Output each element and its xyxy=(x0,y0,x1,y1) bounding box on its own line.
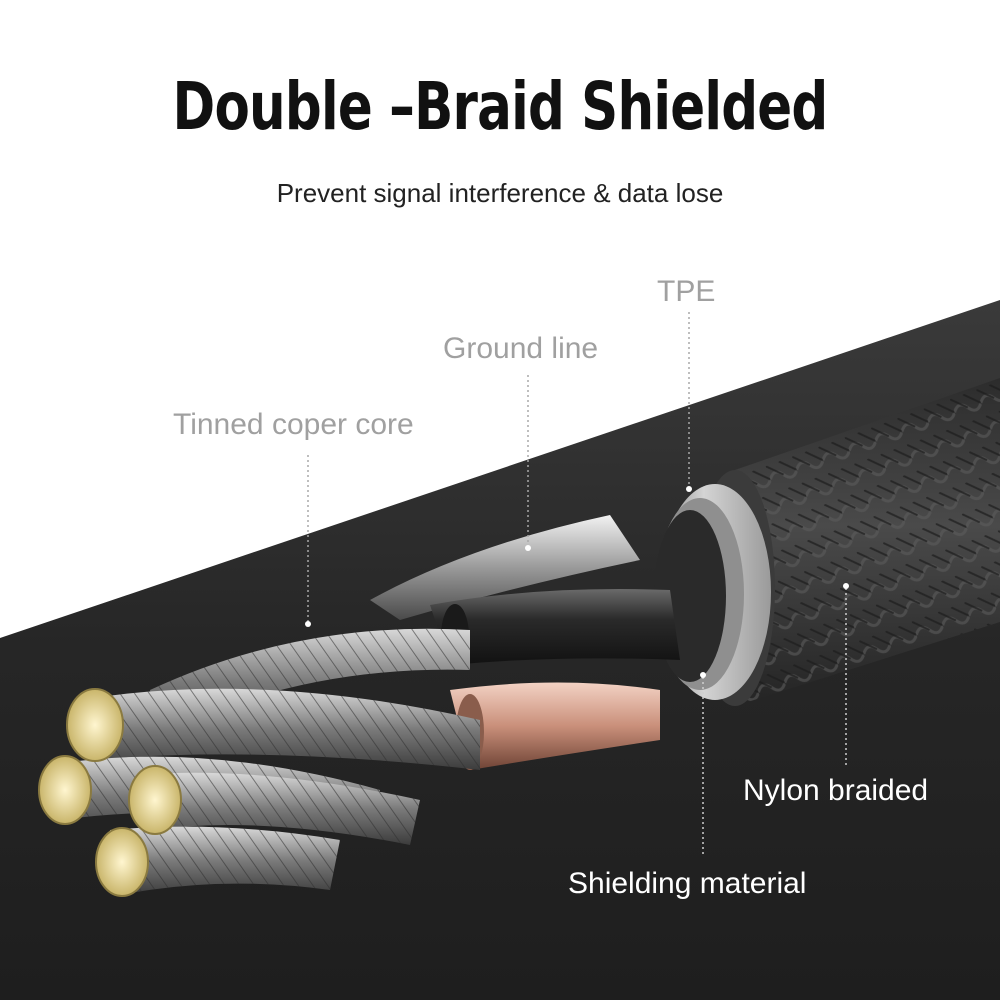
callout-nylon-braided: Nylon braided xyxy=(743,774,929,807)
headline: Double –Braid Shielded xyxy=(172,68,828,145)
subheadline: Prevent signal interference & data lose xyxy=(276,178,724,208)
callout-tinned-copper-core: Tinned coper core xyxy=(173,408,414,441)
wire-tips xyxy=(38,688,182,897)
callout-shielding-material: Shielding material xyxy=(568,867,807,900)
callout-tpe: TPE xyxy=(657,275,716,308)
callout-ground-line: Ground line xyxy=(443,332,599,365)
